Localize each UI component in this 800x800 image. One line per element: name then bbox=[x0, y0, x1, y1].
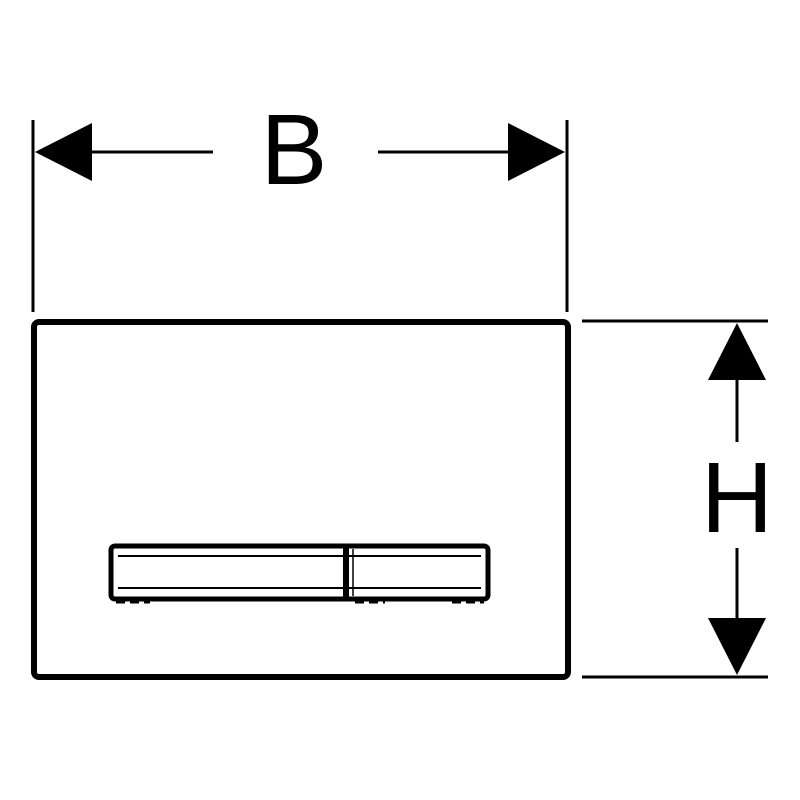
arrowhead-up-icon bbox=[708, 323, 766, 380]
flush-button-frame bbox=[108, 543, 491, 602]
height-dimension: H bbox=[582, 319, 773, 679]
height-label: H bbox=[701, 442, 773, 554]
flush-plate-outline bbox=[31, 319, 571, 680]
arrowhead-right-icon bbox=[508, 123, 565, 181]
arrowhead-left-icon bbox=[35, 123, 92, 181]
width-label: B bbox=[261, 94, 328, 206]
width-dimension: B bbox=[31, 94, 569, 312]
arrowhead-down-icon bbox=[708, 618, 766, 675]
flush-button-bar bbox=[108, 543, 491, 604]
